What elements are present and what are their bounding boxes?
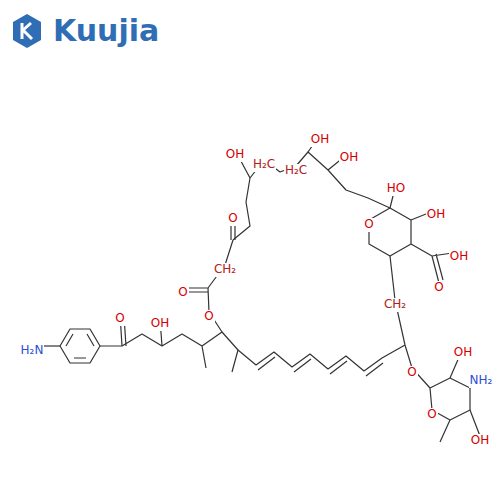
logo-text: Kuujia [52, 14, 160, 47]
label-anchor: OH [449, 245, 469, 264]
atom-label: OH [453, 346, 473, 359]
label-anchor: O [177, 281, 188, 300]
atom-label: H₂C [284, 164, 308, 177]
label-anchor: H₂C [252, 153, 276, 172]
atom-label: H₂C [252, 158, 276, 171]
atom-label: O [363, 218, 374, 231]
atom-label: O [203, 310, 214, 323]
label-anchor: O [363, 213, 374, 232]
label-anchor: HO [386, 177, 406, 196]
label-anchor: O [426, 403, 437, 422]
label-anchor: O [227, 207, 238, 226]
label-anchor: OH [470, 429, 490, 448]
label-anchor: H₂N [20, 339, 45, 358]
atom-label: CH₂ [213, 263, 237, 276]
label-anchor: Kuujia [52, 14, 160, 47]
atom-label: O [406, 366, 417, 379]
label-anchor: OH [225, 143, 245, 162]
label-anchor: OH [339, 146, 359, 165]
atom-label: OH [449, 250, 469, 263]
atom-label: O [114, 312, 125, 325]
atom-label: O [177, 286, 188, 299]
label-anchor: OH [310, 128, 330, 147]
atom-label: OH [339, 151, 359, 164]
label-anchor: OH [150, 312, 170, 331]
atom-label: OH [150, 317, 170, 330]
atom-label: OH [470, 434, 490, 447]
atom-label: HO [386, 182, 406, 195]
label-anchor: O [203, 305, 214, 324]
label-anchor: O [433, 276, 444, 295]
atom-label: OH [225, 148, 245, 161]
label-anchor: CH₂ [213, 258, 237, 277]
label-anchor: H₂C [284, 159, 308, 178]
label-anchor: OH [426, 203, 446, 222]
label-anchor: O [406, 361, 417, 380]
atom-label: CH₂ [383, 298, 407, 311]
atom-label: NH₂ [469, 374, 494, 387]
label-anchor: NH₂ [469, 369, 494, 388]
atom-label: O [426, 408, 437, 421]
atom-label: O [227, 212, 238, 225]
label-anchor: CH₂ [383, 293, 407, 312]
logo-icon [13, 14, 41, 48]
atom-label: OH [426, 208, 446, 221]
bond-lines [32, 135, 482, 442]
label-anchor: O [114, 307, 125, 326]
atom-label: H₂N [20, 344, 45, 357]
label-anchor: OH [453, 341, 473, 360]
atom-label: OH [310, 133, 330, 146]
atom-label: O [433, 281, 444, 294]
